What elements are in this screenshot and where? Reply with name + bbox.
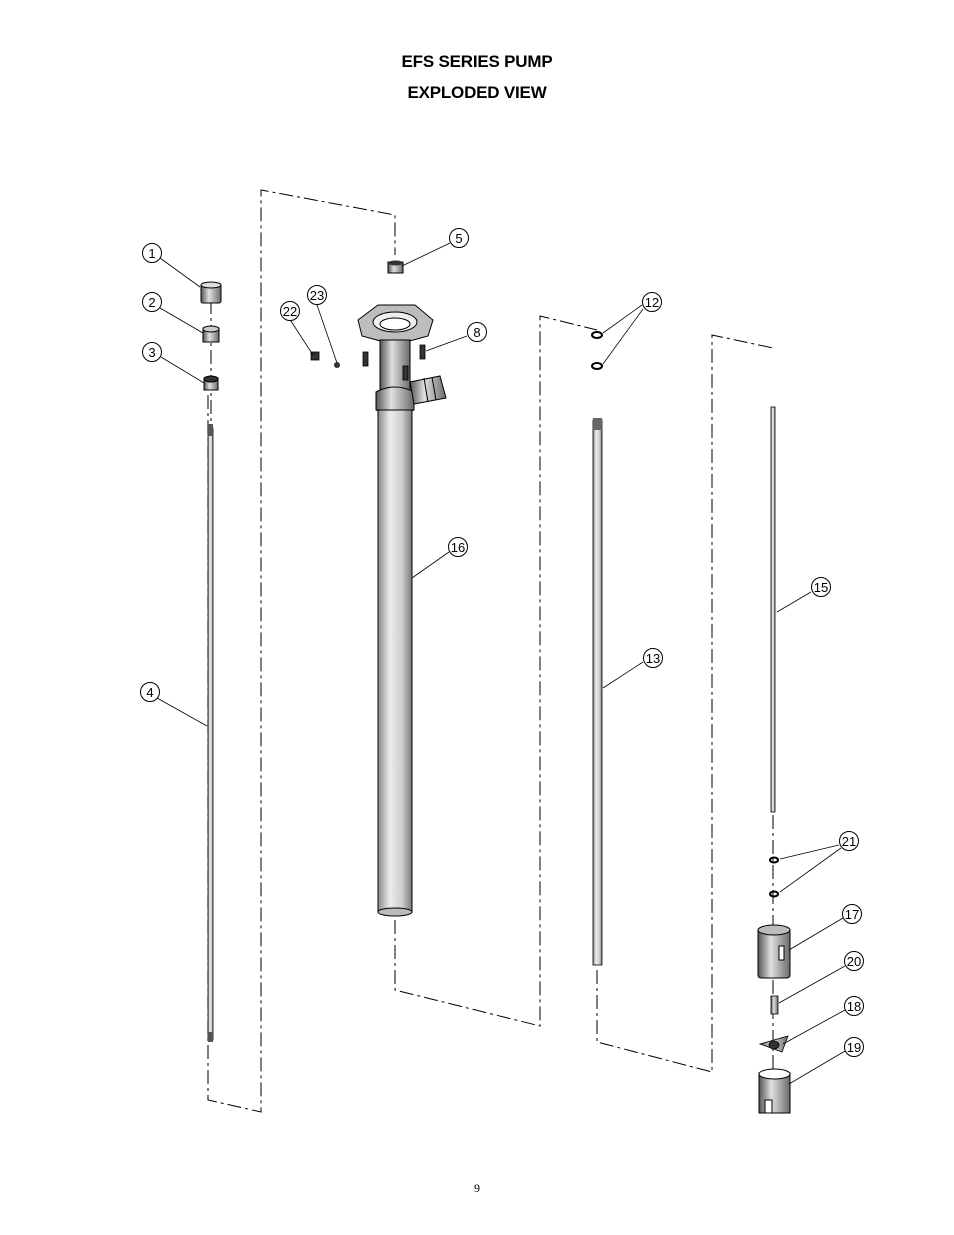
callout-balloon-12: 12	[642, 292, 662, 312]
svg-text:17: 17	[845, 907, 859, 922]
svg-text:5: 5	[455, 231, 462, 246]
svg-text:19: 19	[847, 1040, 861, 1055]
svg-text:21: 21	[842, 834, 856, 849]
callout-balloon-16: 16	[448, 537, 468, 557]
svg-text:4: 4	[146, 685, 153, 700]
page-number: 9	[474, 1181, 480, 1195]
part-16-outer-tube	[377, 409, 413, 917]
svg-text:13: 13	[646, 651, 660, 666]
part-12-o-rings	[591, 331, 603, 370]
part-23-washer	[334, 362, 340, 368]
svg-text:2: 2	[148, 295, 155, 310]
part-5-bearing	[387, 260, 404, 274]
part-22-screw	[310, 351, 320, 361]
part-15-rotor-shaft	[770, 406, 776, 813]
part-20-pin	[770, 995, 779, 1015]
callout-balloon-3: 3	[142, 342, 162, 362]
callout-balloon-21: 21	[839, 831, 859, 851]
part-1-coupling	[200, 281, 222, 304]
svg-text:1: 1	[148, 246, 155, 261]
callout-balloon-13: 13	[643, 648, 663, 668]
callout-balloon-5: 5	[449, 228, 469, 248]
part-4-drive-shaft	[207, 424, 214, 1042]
svg-text:23: 23	[310, 288, 324, 303]
part-13-inner-tube	[592, 418, 603, 966]
callout-balloon-22: 22	[280, 301, 300, 321]
callout-balloon-4: 4	[140, 682, 160, 702]
svg-text:20: 20	[847, 954, 861, 969]
svg-text:15: 15	[814, 580, 828, 595]
svg-text:22: 22	[283, 304, 297, 319]
svg-text:3: 3	[148, 345, 155, 360]
part-17-impeller-housing	[757, 924, 791, 979]
svg-text:18: 18	[847, 999, 861, 1014]
part-3-bushing	[203, 375, 219, 391]
pump-head-housing	[357, 304, 447, 415]
svg-text:16: 16	[451, 540, 465, 555]
assembly-centerlines	[207, 189, 774, 1113]
leader-lines	[156, 242, 846, 1085]
part-18-impeller	[758, 1035, 789, 1053]
callout-balloon-18: 18	[844, 996, 864, 1016]
part-21-o-rings	[769, 856, 779, 898]
page-title-line-2: EXPLODED VIEW	[407, 83, 547, 102]
callout-balloon-20: 20	[844, 951, 864, 971]
callout-balloon-23: 23	[307, 285, 327, 305]
part-8-screws	[362, 344, 426, 381]
svg-text:8: 8	[473, 325, 480, 340]
callout-balloon-17: 17	[842, 904, 862, 924]
page-title-line-1: EFS SERIES PUMP	[401, 52, 553, 71]
callout-balloon-2: 2	[142, 292, 162, 312]
svg-text:12: 12	[645, 295, 659, 310]
callout-balloon-1: 1	[142, 243, 162, 263]
part-19-foot	[758, 1068, 791, 1114]
callout-balloon-19: 19	[844, 1037, 864, 1057]
callout-balloon-8: 8	[467, 322, 487, 342]
part-2-gear	[202, 325, 220, 343]
callout-balloon-15: 15	[811, 577, 831, 597]
